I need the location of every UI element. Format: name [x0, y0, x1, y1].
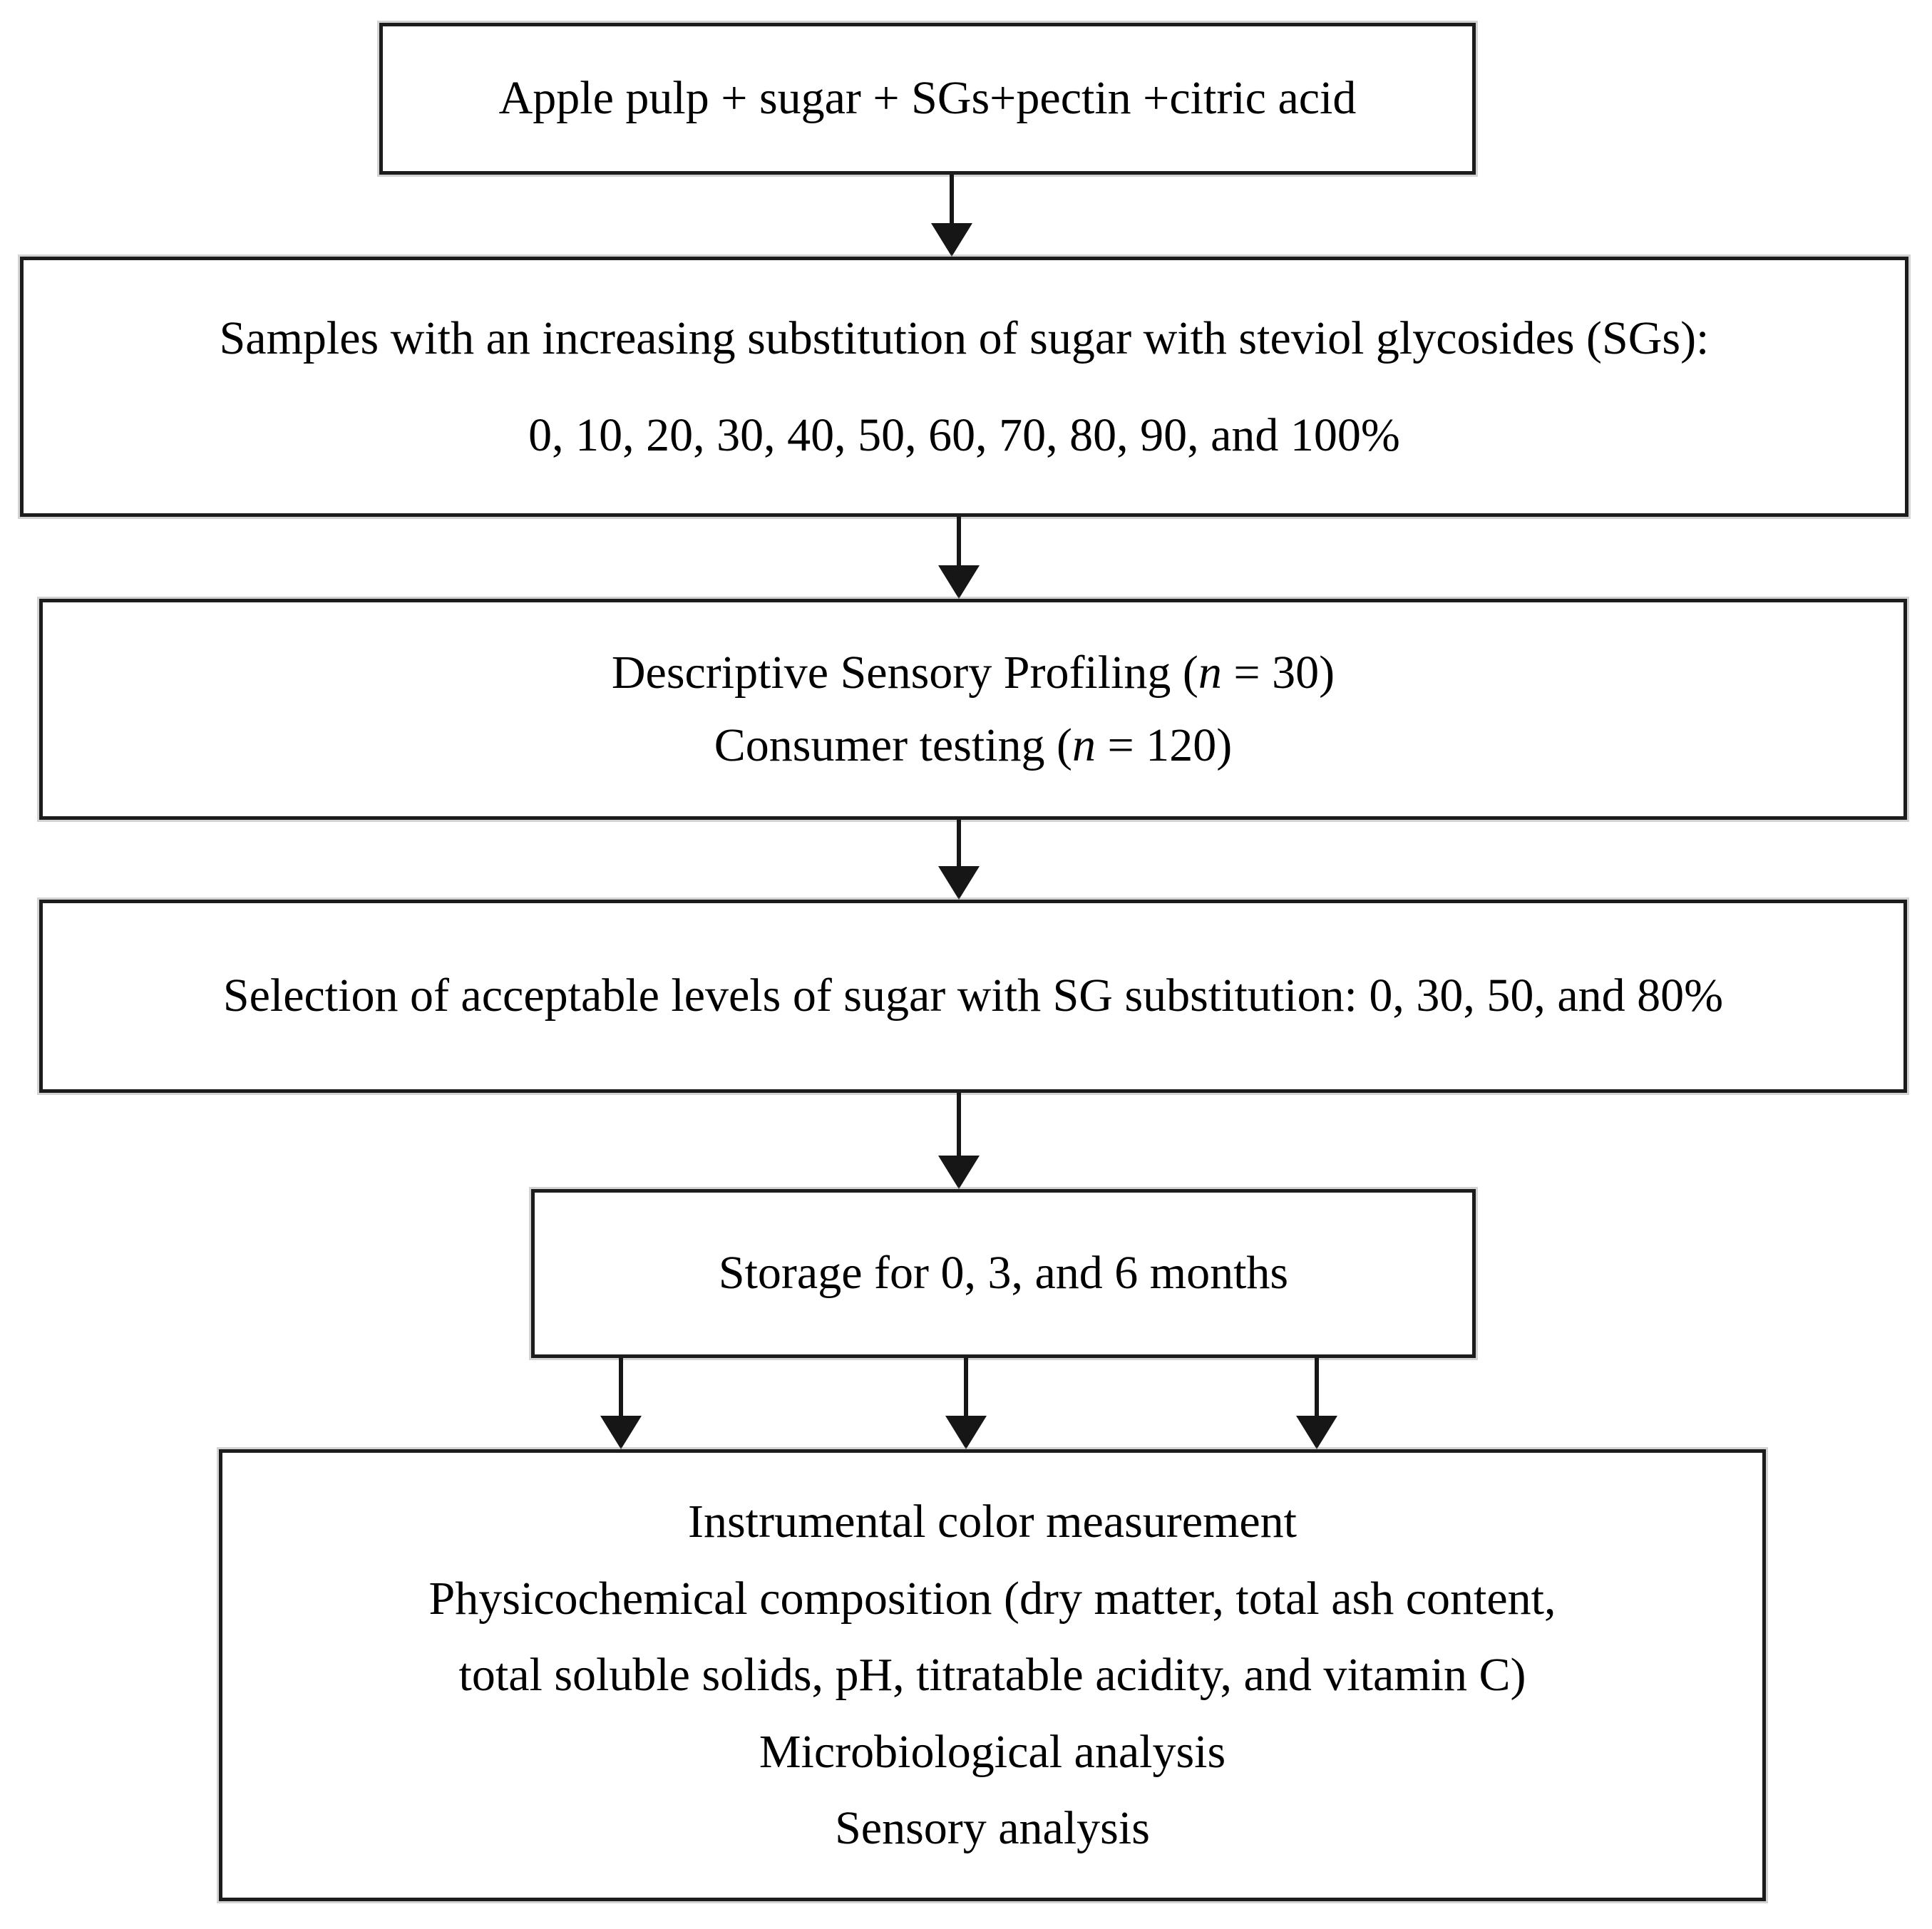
arrow-down-icon	[931, 175, 972, 257]
line-text: Consumer testing (	[714, 719, 1073, 771]
line-text: Descriptive Sensory Profiling (	[611, 646, 1198, 699]
box-analyses: Instrumental color measurement Physicoch…	[219, 1449, 1766, 1901]
arrow-shaft	[950, 175, 954, 223]
arrow-down-icon	[1296, 1358, 1337, 1449]
box-analyses-line-3: total soluble solids, pH, titratable aci…	[458, 1649, 1526, 1702]
italic-n: n	[1072, 719, 1096, 771]
box-analyses-line-1: Instrumental color measurement	[687, 1496, 1298, 1548]
line-text: = 120)	[1096, 719, 1233, 771]
arrow-down-icon	[938, 517, 980, 599]
arrow-head	[945, 1416, 987, 1449]
box-analyses-line-4: Microbiological analysis	[759, 1725, 1226, 1778]
box-sensory-profiling: Descriptive Sensory Profiling (n = 30) C…	[39, 599, 1907, 820]
box-ingredients-line: Apple pulp + sugar + SGs+pectin +citric …	[498, 72, 1357, 125]
arrow-shaft	[957, 517, 961, 565]
arrow-shaft	[957, 1093, 961, 1156]
arrow-head	[938, 866, 980, 900]
box-samples: Samples with an increasing substitution …	[20, 257, 1908, 517]
box-samples-line-2: 0, 10, 20, 30, 40, 50, 60, 70, 80, 90, a…	[528, 408, 1400, 461]
arrow-head	[938, 1156, 980, 1189]
arrow-down-icon	[938, 1093, 980, 1189]
box-samples-line-1: Samples with an increasing substitution …	[219, 312, 1710, 365]
arrow-shaft	[957, 820, 961, 866]
box-storage: Storage for 0, 3, and 6 months	[531, 1189, 1476, 1358]
box-sensory-profiling-line-2: Consumer testing (n = 120)	[714, 709, 1233, 782]
arrow-head	[931, 223, 972, 257]
box-storage-line: Storage for 0, 3, and 6 months	[718, 1247, 1289, 1300]
arrow-head	[938, 565, 980, 599]
box-ingredients: Apple pulp + sugar + SGs+pectin +citric …	[379, 23, 1476, 175]
arrow-head	[1296, 1416, 1337, 1449]
arrow-head	[600, 1416, 642, 1449]
box-sensory-profiling-line-1: Descriptive Sensory Profiling (n = 30)	[612, 637, 1335, 709]
box-selection: Selection of acceptable levels of sugar …	[39, 900, 1907, 1093]
arrow-down-icon	[938, 820, 980, 900]
line-text: = 30)	[1221, 646, 1335, 699]
box-analyses-line-5: Sensory analysis	[835, 1802, 1150, 1855]
arrow-shaft	[1315, 1358, 1319, 1416]
box-analyses-line-2: Physicochemical composition (dry matter,…	[428, 1572, 1556, 1625]
box-selection-line: Selection of acceptable levels of sugar …	[222, 969, 1724, 1022]
arrow-down-icon	[600, 1358, 642, 1449]
italic-n: n	[1198, 646, 1222, 699]
arrow-shaft	[964, 1358, 968, 1416]
arrow-down-icon	[945, 1358, 987, 1449]
arrow-shaft	[619, 1358, 623, 1416]
